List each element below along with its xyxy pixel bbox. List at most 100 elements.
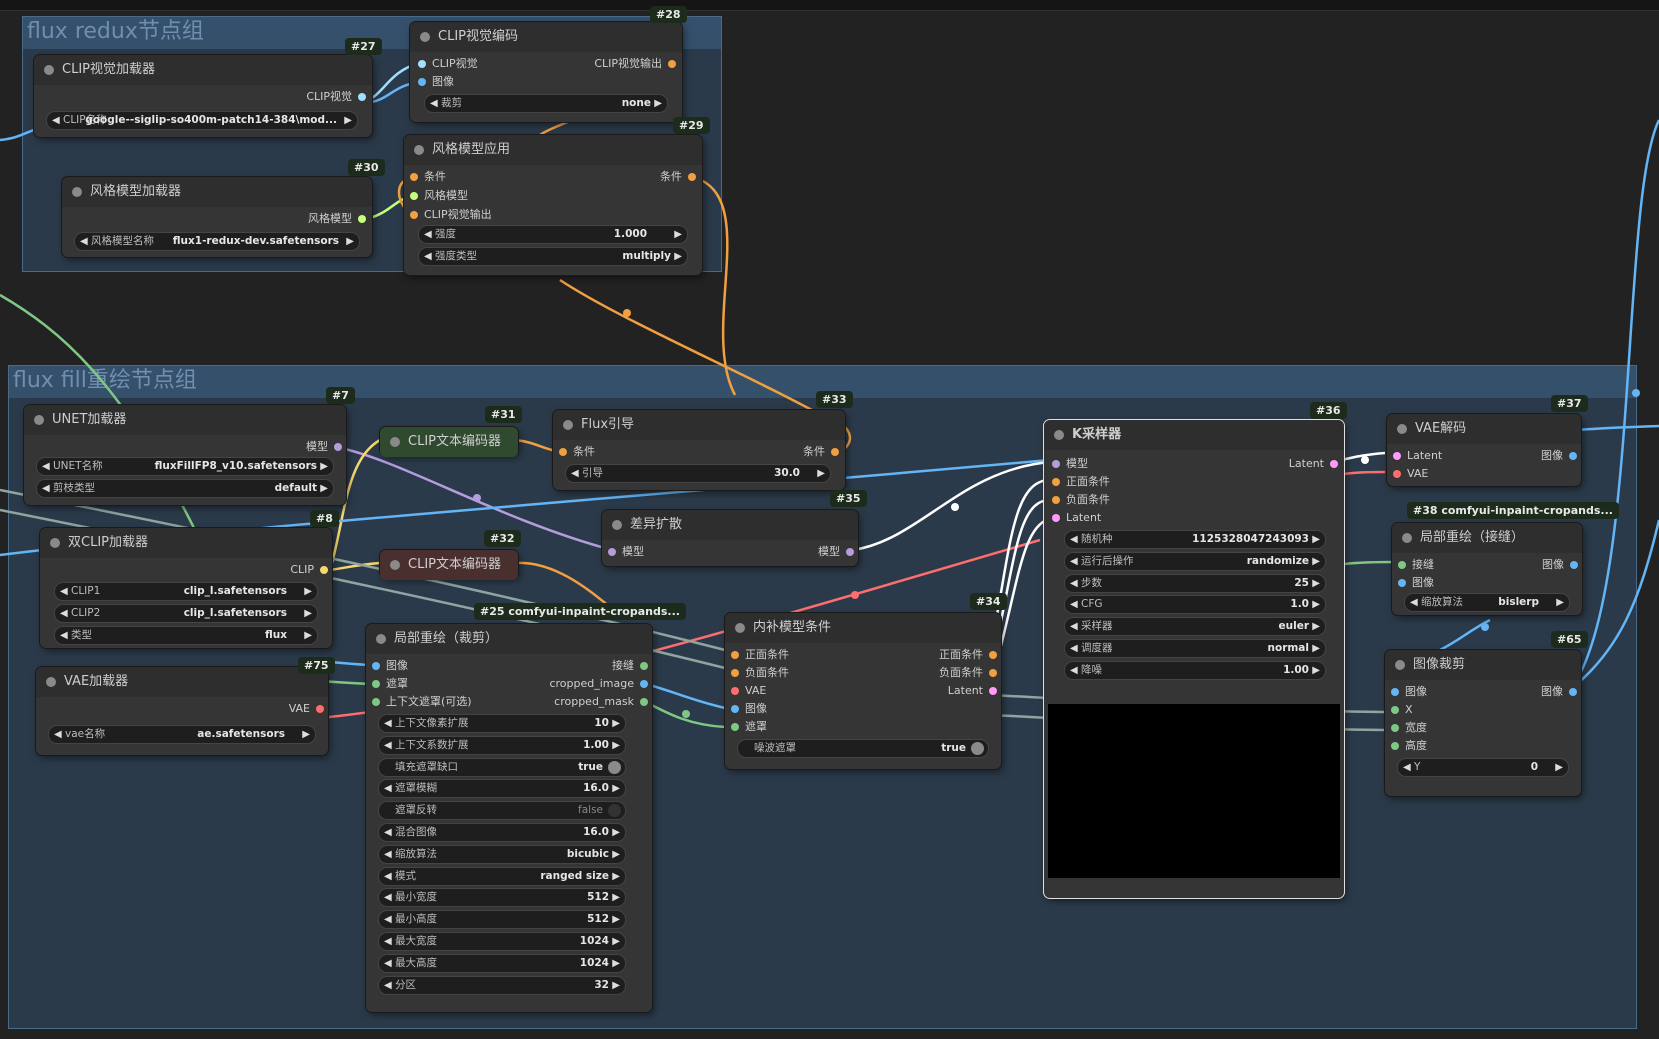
arrow-right-icon[interactable]: ▶	[612, 870, 620, 882]
collapse-dot-icon[interactable]	[563, 420, 573, 430]
input-latent[interactable]: Latent	[1052, 510, 1101, 526]
collapse-dot-icon[interactable]	[50, 538, 60, 548]
arrow-left-icon[interactable]: ◀	[384, 827, 392, 838]
collapse-dot-icon[interactable]	[1395, 660, 1405, 670]
output-clip-vision[interactable]: CLIP视觉	[306, 89, 366, 105]
arrow-left-icon[interactable]: ◀	[1070, 599, 1078, 611]
port-dot-icon[interactable]	[1330, 460, 1338, 468]
collapse-dot-icon[interactable]	[72, 187, 82, 197]
port-dot-icon[interactable]	[731, 705, 739, 713]
input-image[interactable]: 图像	[372, 658, 408, 674]
arrow-left-icon[interactable]: ◀	[42, 483, 50, 494]
output-latent[interactable]: Latent	[948, 683, 997, 699]
arrow-left-icon[interactable]: ◀	[384, 783, 392, 795]
arrow-left-icon[interactable]: ◀	[1070, 577, 1078, 589]
arrow-right-icon[interactable]: ▶	[1312, 577, 1320, 589]
node-inpaint-model-conditioning[interactable]: 内补模型条件 正面条件 负面条件 VAE 图像 遮罩 正面条件 负面条件 Lat…	[725, 613, 1001, 769]
arrow-left-icon[interactable]: ◀	[1070, 664, 1078, 676]
collapse-dot-icon[interactable]	[1054, 430, 1064, 440]
input-negative[interactable]: 负面条件	[1052, 492, 1110, 508]
arrow-right-icon[interactable]: ▶	[302, 729, 310, 740]
node-header[interactable]: K采样器	[1044, 420, 1344, 450]
output-vae[interactable]: VAE	[289, 701, 324, 717]
port-dot-icon[interactable]	[1052, 496, 1060, 504]
port-dot-icon[interactable]	[640, 662, 648, 670]
collapse-dot-icon[interactable]	[390, 437, 400, 447]
output-cropped-image[interactable]: cropped_image	[549, 676, 648, 692]
arrow-right-icon[interactable]: ▶	[654, 98, 662, 109]
arrow-left-icon[interactable]: ◀	[384, 957, 392, 969]
input-positive[interactable]: 正面条件	[1052, 474, 1110, 490]
node-inpaint-crop[interactable]: 局部重绘（裁剪） 图像 遮罩 上下文遮罩(可选) 接缝 cropped_imag…	[366, 624, 652, 1012]
arrow-left-icon[interactable]: ◀	[42, 461, 50, 472]
node-header[interactable]: 风格模型应用	[404, 135, 702, 165]
collapse-dot-icon[interactable]	[420, 32, 430, 42]
port-dot-icon[interactable]	[410, 211, 418, 219]
group-title[interactable]: flux fill重绘节点组	[9, 366, 1636, 398]
port-dot-icon[interactable]	[358, 93, 366, 101]
collapse-dot-icon[interactable]	[46, 677, 56, 687]
arrow-left-icon[interactable]: ◀	[60, 586, 68, 597]
port-dot-icon[interactable]	[1393, 452, 1401, 460]
arrow-left-icon[interactable]: ◀	[384, 718, 392, 729]
input-context-mask[interactable]: 上下文遮罩(可选)	[372, 694, 472, 710]
toggle-knob-icon[interactable]	[608, 804, 621, 818]
arrow-right-icon[interactable]: ▶	[817, 468, 825, 479]
arrow-left-icon[interactable]: ◀	[1070, 534, 1078, 545]
arrow-left-icon[interactable]: ◀	[1070, 643, 1078, 654]
output-image[interactable]: 图像	[1541, 448, 1577, 464]
node-header[interactable]: 局部重绘（裁剪）	[366, 624, 652, 654]
collapse-dot-icon[interactable]	[414, 145, 424, 155]
node-clip-text-encode-positive[interactable]: CLIP文本编码器	[380, 427, 518, 457]
output-latent[interactable]: Latent	[1289, 456, 1338, 472]
port-dot-icon[interactable]	[372, 680, 380, 688]
collapse-dot-icon[interactable]	[376, 634, 386, 644]
port-dot-icon[interactable]	[688, 173, 696, 181]
input-width[interactable]: 宽度	[1391, 720, 1427, 736]
output-conditioning[interactable]: 条件	[660, 169, 696, 185]
port-dot-icon[interactable]	[358, 215, 366, 223]
arrow-right-icon[interactable]: ▶	[612, 957, 620, 969]
port-dot-icon[interactable]	[1393, 470, 1401, 478]
collapse-dot-icon[interactable]	[34, 415, 44, 425]
node-header[interactable]: 差异扩散	[602, 510, 858, 540]
output-style-model[interactable]: 风格模型	[308, 211, 366, 227]
arrow-left-icon[interactable]: ◀	[424, 229, 432, 240]
node-header[interactable]: VAE加载器	[36, 667, 328, 697]
arrow-right-icon[interactable]: ▶	[1556, 597, 1564, 608]
collapse-dot-icon[interactable]	[44, 65, 54, 75]
node-header[interactable]: 局部重绘（接缝）	[1392, 523, 1582, 553]
arrow-right-icon[interactable]: ▶	[1312, 534, 1320, 545]
input-negative[interactable]: 负面条件	[731, 665, 789, 681]
port-dot-icon[interactable]	[418, 78, 426, 86]
node-vae-decode[interactable]: VAE解码 Latent VAE 图像	[1387, 414, 1581, 486]
output-image[interactable]: 图像	[1542, 557, 1578, 573]
input-vae[interactable]: VAE	[1393, 466, 1428, 482]
arrow-right-icon[interactable]: ▶	[612, 827, 620, 838]
input-mask[interactable]: 遮罩	[372, 676, 408, 692]
toggle-knob-icon[interactable]	[608, 760, 621, 774]
arrow-left-icon[interactable]: ◀	[430, 98, 438, 109]
arrow-right-icon[interactable]: ▶	[612, 936, 620, 947]
